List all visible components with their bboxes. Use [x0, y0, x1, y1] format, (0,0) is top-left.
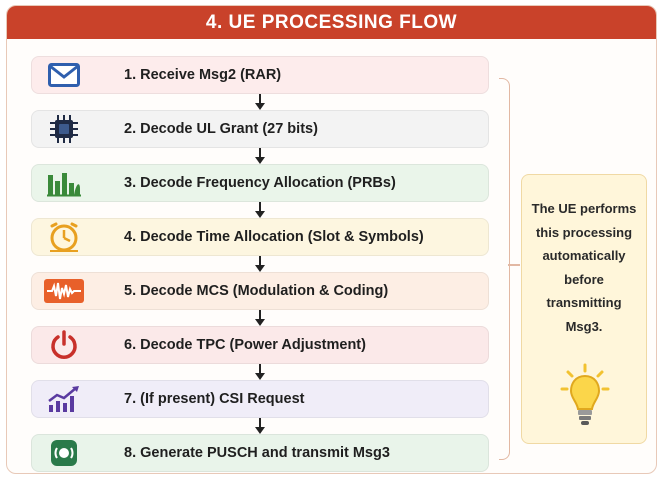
power-icon	[40, 326, 88, 364]
timer-icon	[40, 218, 88, 256]
trend-chart-icon	[40, 380, 88, 418]
step-decode-frequency: 3. Decode Frequency Allocation (PRBs)	[31, 164, 489, 202]
step-label: 5. Decode MCS (Modulation & Coding)	[124, 283, 389, 299]
step-decode-mcs: 5. Decode MCS (Modulation & Coding)	[31, 272, 489, 310]
envelope-icon	[40, 56, 88, 94]
step-decode-tpc: 6. Decode TPC (Power Adjustment)	[31, 326, 489, 364]
flow-arrow	[255, 256, 265, 272]
step-csi-request: 7. (If present) CSI Request	[31, 380, 489, 418]
flow-arrow	[255, 364, 265, 380]
chip-icon	[40, 110, 88, 148]
spectrum-icon	[40, 164, 88, 202]
flow-arrow	[255, 94, 265, 110]
step-label: 7. (If present) CSI Request	[124, 391, 305, 407]
side-note: The UE performs this processing automati…	[521, 174, 647, 444]
step-receive-msg2: 1. Receive Msg2 (RAR)	[31, 56, 489, 94]
flow-arrow	[255, 202, 265, 218]
step-generate-pusch: 8. Generate PUSCH and transmit Msg3	[31, 434, 489, 472]
step-label: 4. Decode Time Allocation (Slot & Symbol…	[124, 229, 424, 245]
bracket-connector	[508, 264, 520, 266]
step-label: 6. Decode TPC (Power Adjustment)	[124, 337, 366, 353]
flow-arrow	[255, 310, 265, 326]
step-decode-time: 4. Decode Time Allocation (Slot & Symbol…	[31, 218, 489, 256]
grouping-bracket	[499, 78, 510, 460]
waveform-icon	[40, 272, 88, 310]
diagram-title: 4. UE PROCESSING FLOW	[7, 6, 656, 39]
transmit-icon	[40, 434, 88, 472]
step-label: 1. Receive Msg2 (RAR)	[124, 67, 282, 83]
diagram-frame: 4. UE PROCESSING FLOW 1. Receive Msg2 (R…	[6, 5, 657, 474]
flow-arrow	[255, 148, 265, 164]
step-label: 8. Generate PUSCH and transmit Msg3	[124, 445, 390, 461]
step-label: 2. Decode UL Grant (27 bits)	[124, 121, 318, 137]
lightbulb-icon	[560, 363, 610, 429]
flow-arrow	[255, 418, 265, 434]
note-text: The UE performs this processing automati…	[531, 201, 637, 334]
step-label: 3. Decode Frequency Allocation (PRBs)	[124, 175, 396, 191]
step-decode-ul-grant: 2. Decode UL Grant (27 bits)	[31, 110, 489, 148]
